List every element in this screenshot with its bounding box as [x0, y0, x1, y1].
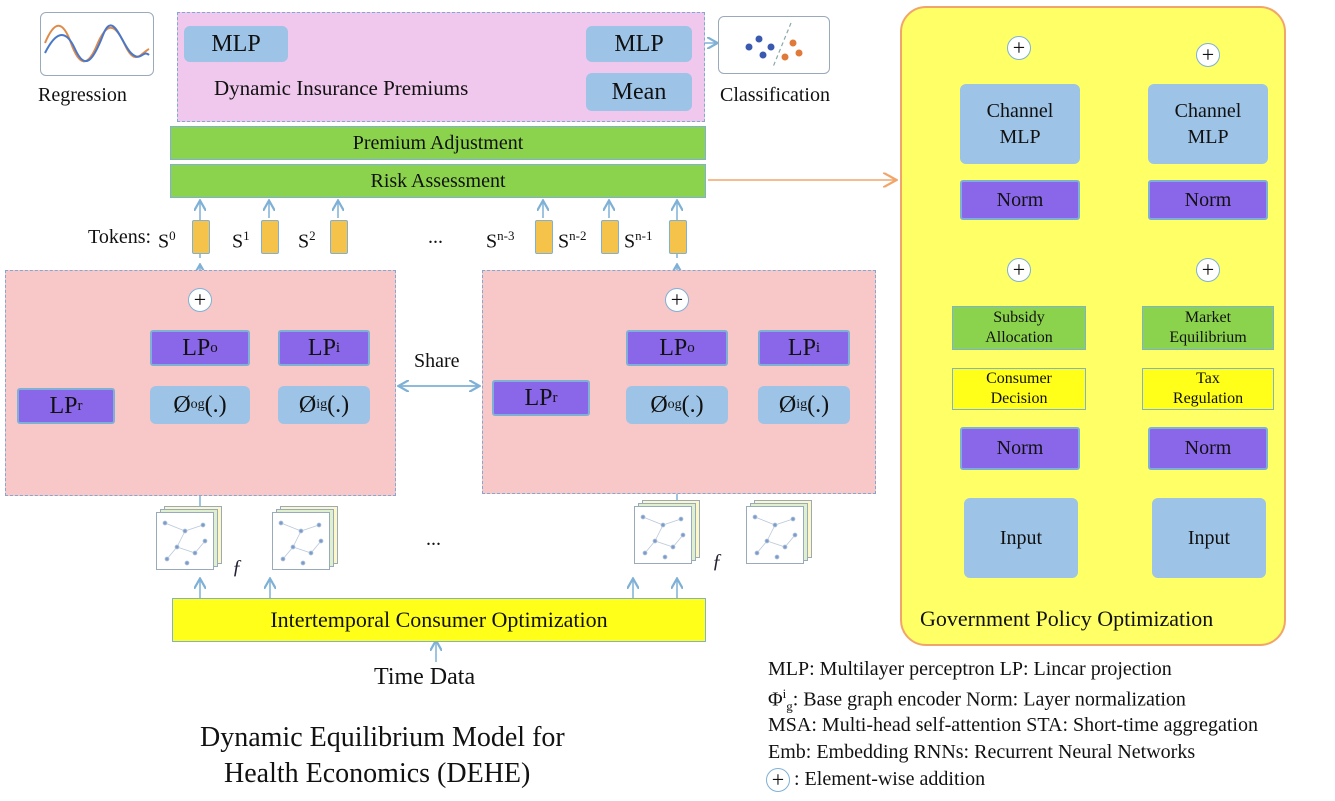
add-icon: + [766, 768, 790, 792]
norm-bottom-block-1: Norm [960, 427, 1080, 470]
input-block-1: Input [964, 498, 1078, 578]
consumer-decision-block: Consumer Decision [952, 368, 1086, 410]
token-s0 [192, 220, 210, 254]
premium-adjustment-bar: Premium Adjustment [170, 126, 706, 160]
legend-line-4: Emb: Embedding RNNs: Recurrent Neural Ne… [768, 741, 1196, 763]
token-sn3 [535, 220, 553, 254]
add-icon: + [1007, 258, 1031, 282]
diagram-title-line2: Health Economics (DEHE) [224, 758, 531, 789]
legend-line-3: MSA: Multi-head self-attention STA: Shor… [768, 714, 1258, 736]
norm-bottom-block-2: Norm [1148, 427, 1268, 470]
channel-mlp-block-1: Channel MLP [960, 84, 1080, 164]
share-label: Share [414, 350, 460, 372]
function-f-icon: ƒ [232, 556, 242, 578]
legend-line-2: Φig: Base graph encoder Norm: Layer norm… [768, 686, 1186, 714]
norm-top-block-1: Norm [960, 180, 1080, 220]
token-label-s2: S2 [298, 228, 316, 253]
graph-stack-icon [746, 500, 812, 564]
classification-thumbnail [718, 16, 830, 74]
graph-stack-icon [156, 506, 222, 570]
channel-mlp-block-2: Channel MLP [1148, 84, 1268, 164]
add-icon: + [1196, 258, 1220, 282]
legend-line-5: : Element-wise addition [794, 768, 986, 790]
token-label-s0: S0 [158, 228, 176, 253]
add-icon: + [188, 288, 212, 312]
regression-thumbnail [40, 12, 154, 76]
time-data-label: Time Data [374, 664, 476, 690]
tax-regulation-block: Tax Regulation [1142, 368, 1274, 410]
classification-plot-icon [745, 22, 803, 68]
add-icon: + [1196, 43, 1220, 67]
legend-line-1: MLP: Multilayer perceptron LP: Lincar pr… [768, 658, 1172, 680]
policy-panel-title: Government Policy Optimization [920, 606, 1214, 631]
dynamic-premiums-label: Dynamic Insurance Premiums [214, 76, 469, 100]
input-block-2: Input [1152, 498, 1266, 578]
mean-block: Mean [586, 73, 692, 111]
token-sn2 [601, 220, 619, 254]
function-f-icon: ƒ [712, 550, 722, 572]
graphs-ellipsis: ... [426, 528, 441, 550]
graph-stack-icon [634, 500, 700, 564]
subsidy-allocation-block: Subsidy Allocation [952, 306, 1086, 350]
regression-label: Regression [38, 84, 127, 106]
market-equilibrium-block: Market Equilibrium [1142, 306, 1274, 350]
mlp-right-block: MLP [586, 26, 692, 62]
diagram-title-line1: Dynamic Equilibrium Model for [200, 722, 565, 753]
graph-stack-icon [272, 506, 338, 570]
token-s2 [330, 220, 348, 254]
token-label-sn3: Sn-3 [486, 228, 515, 253]
add-icon: + [1007, 36, 1031, 60]
token-label-s1: S1 [232, 228, 250, 253]
classification-label: Classification [720, 84, 830, 106]
token-s1 [261, 220, 279, 254]
mlp-left-block: MLP [184, 26, 288, 62]
intertemporal-optimization-bar: Intertemporal Consumer Optimization [172, 598, 706, 642]
token-label-sn1: Sn-1 [624, 228, 653, 253]
norm-top-block-2: Norm [1148, 180, 1268, 220]
add-icon: + [665, 288, 689, 312]
token-sn1 [669, 220, 687, 254]
risk-assessment-bar: Risk Assessment [170, 164, 706, 198]
regression-plot-icon [44, 24, 150, 63]
tokens-label: Tokens: [88, 226, 152, 248]
tokens-ellipsis: ... [428, 226, 443, 248]
token-label-sn2: Sn-2 [558, 228, 587, 253]
